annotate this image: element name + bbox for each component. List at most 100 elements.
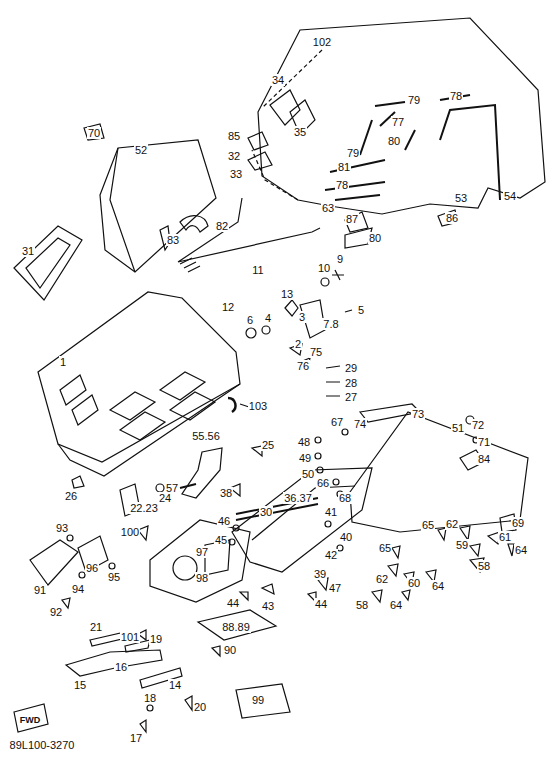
callout-number: 65: [378, 542, 392, 554]
callout-number: 61: [498, 531, 512, 543]
washer: [262, 326, 270, 334]
callout-number: 94: [71, 583, 85, 595]
callout-number: 78: [449, 90, 463, 102]
callout-number: 80: [368, 232, 382, 244]
callout-number: 65: [421, 519, 435, 531]
callout-number: 48: [297, 436, 311, 448]
callout-number: 31: [21, 245, 35, 257]
bolt: [180, 484, 196, 488]
callout-number: 101: [120, 631, 140, 643]
callout-number: 40: [339, 531, 353, 543]
callout-number: 51: [451, 422, 465, 434]
callout-number: 82: [215, 220, 229, 232]
bracket: [182, 448, 222, 498]
callout-number: 50: [301, 468, 315, 480]
callout-number: 47: [328, 582, 342, 594]
callout-number: 70: [87, 127, 101, 139]
callout-number: 71: [477, 436, 491, 448]
callout-number: 3: [298, 311, 306, 323]
callout-number: 75: [309, 346, 323, 358]
callout-number: 46: [217, 515, 231, 527]
bracket: [66, 650, 162, 676]
bracket: [30, 540, 78, 585]
bushing: [156, 484, 164, 492]
callout-number: 97: [195, 546, 209, 558]
callout-number: 95: [107, 571, 121, 583]
side-panel: [350, 412, 528, 532]
callout-number: 92: [49, 606, 63, 618]
callout-number: 62: [375, 573, 389, 585]
callout-number: 73: [411, 408, 425, 420]
callout-number: 83: [166, 234, 180, 246]
callout-number: 72: [471, 419, 485, 431]
callout-number: 76: [296, 360, 310, 372]
windshield: [258, 18, 545, 214]
callout-number: 15: [73, 679, 87, 691]
washer: [109, 563, 115, 569]
clip: [228, 398, 235, 412]
callout-number: 1: [59, 356, 67, 368]
callout-number: 57: [165, 482, 179, 494]
callout-number: 84: [477, 453, 491, 465]
callout-number: 2: [294, 338, 302, 350]
clips: [372, 526, 514, 602]
clip: [248, 132, 268, 150]
bolt: [345, 310, 352, 312]
clip: [84, 124, 104, 140]
callout-number: 18: [143, 692, 157, 704]
callout-number: 19: [149, 633, 163, 645]
panel-edge: [110, 148, 135, 272]
callout-number: 69: [511, 517, 525, 529]
clip: [248, 152, 272, 170]
callout-number: 88.89: [221, 621, 251, 633]
callout-number: 30: [259, 506, 273, 518]
callout-number: 58: [477, 560, 491, 572]
callout-number: 11: [251, 264, 264, 276]
fasteners: [326, 366, 340, 396]
callout-number: 98: [195, 572, 209, 584]
bolt: [332, 270, 344, 280]
callout-number: 85: [227, 130, 241, 142]
callout-number: 44: [314, 598, 328, 610]
callout-number: 60: [407, 577, 421, 589]
callout-number: 90: [223, 644, 237, 656]
callout-number: 44: [226, 597, 240, 609]
callout-number: 12: [221, 301, 235, 313]
cup-holder: [173, 556, 197, 580]
callout-number: 86: [445, 212, 459, 224]
callout-number: 77: [391, 116, 405, 128]
callout-number: 5: [357, 304, 365, 316]
callout-number: 34: [271, 74, 285, 86]
washer: [67, 535, 73, 541]
decal: [236, 684, 290, 718]
callout-number: 91: [33, 584, 47, 596]
hood: [38, 292, 240, 462]
callout-number: 29: [344, 362, 358, 374]
callout-number: 33: [229, 168, 243, 180]
callout-number: 36.37: [283, 492, 313, 504]
trim-strips: [325, 95, 500, 200]
callout-number: 62: [445, 518, 459, 530]
callout-number: 4: [264, 312, 272, 324]
callout-number: 102: [312, 36, 332, 48]
callout-number: 26: [64, 490, 78, 502]
washer: [321, 278, 329, 286]
callout-number: 14: [168, 679, 182, 691]
callout-number: 42: [324, 549, 338, 561]
bolt: [185, 696, 192, 710]
callout-number: 49: [298, 452, 312, 464]
hood-edge: [58, 384, 240, 476]
callout-number: 68: [338, 492, 352, 504]
callout-number: 64: [389, 599, 403, 611]
nut: [240, 592, 248, 600]
callout-number: 13: [280, 288, 294, 300]
callout-number: 38: [219, 487, 233, 499]
callout-number: 99: [251, 694, 265, 706]
callout-number: 74: [353, 418, 367, 430]
callout-number: 6: [246, 314, 254, 326]
callout-number: 79: [346, 147, 360, 159]
callout-number: 27: [344, 391, 358, 403]
callout-number: 25: [261, 439, 275, 451]
